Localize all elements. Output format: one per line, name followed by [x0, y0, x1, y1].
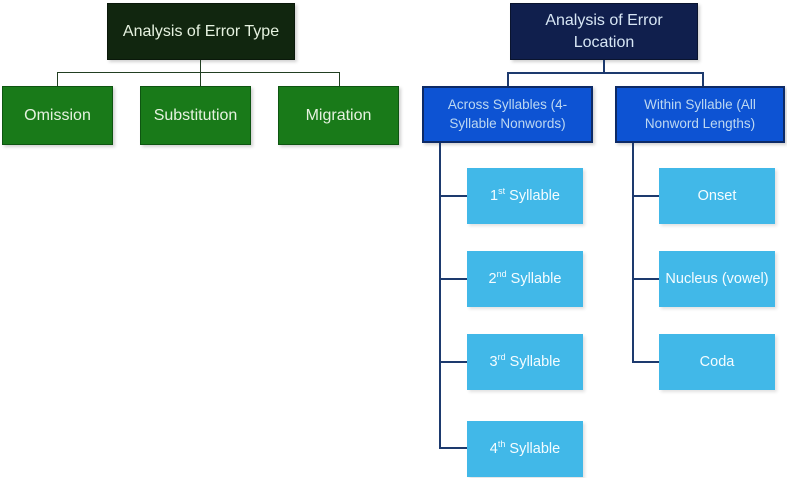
leaf-number: 4: [489, 441, 498, 457]
leaf-text: Syllable: [506, 271, 562, 287]
connector-line: [702, 72, 704, 86]
node-onset: Onset: [659, 168, 775, 224]
leaf-ordinal: th: [497, 439, 506, 450]
node-syllable-4: 4th Syllable: [467, 421, 583, 477]
node-migration: Migration: [278, 86, 399, 145]
leaf-number: 3: [489, 354, 498, 370]
leaf-text: Syllable: [505, 188, 560, 204]
leaf-ordinal: nd: [496, 269, 507, 280]
connector-line: [507, 72, 509, 86]
node-error-type-header: Analysis of Error Type: [107, 3, 295, 60]
connector-line: [439, 195, 467, 197]
node-syllable-1: 1st Syllable: [467, 168, 583, 224]
node-within-syllable: Within Syllable (All Nonword Lengths): [615, 86, 785, 143]
connector-line: [439, 143, 441, 449]
connector-line: [439, 447, 467, 449]
node-omission: Omission: [2, 86, 113, 145]
node-nucleus: Nucleus (vowel): [659, 251, 775, 307]
leaf-number: 1: [490, 188, 499, 204]
connector-line: [57, 72, 58, 86]
connector-line: [439, 361, 467, 363]
node-syllable-3: 3rd Syllable: [467, 334, 583, 390]
node-syllable-2: 2nd Syllable: [467, 251, 583, 307]
leaf-ordinal: st: [498, 186, 506, 197]
leaf-ordinal: rd: [497, 352, 506, 363]
leaf-text: Syllable: [505, 354, 561, 370]
connector-line: [507, 72, 704, 74]
connector-line: [439, 278, 467, 280]
node-substitution: Substitution: [140, 86, 251, 145]
connector-line: [200, 72, 201, 86]
node-coda: Coda: [659, 334, 775, 390]
connector-line: [632, 278, 659, 280]
connector-line: [632, 361, 659, 363]
connector-line: [603, 60, 605, 72]
connector-line: [57, 72, 340, 73]
connector-line: [339, 72, 340, 86]
node-error-location-header: Analysis of Error Location: [510, 3, 698, 60]
connector-line: [632, 195, 659, 197]
node-across-syllables: Across Syllables (4-Syllable Nonwords): [422, 86, 593, 143]
connector-line: [632, 143, 634, 363]
leaf-number: 2: [488, 271, 497, 287]
connector-line: [200, 60, 201, 73]
leaf-text: Syllable: [505, 441, 561, 457]
